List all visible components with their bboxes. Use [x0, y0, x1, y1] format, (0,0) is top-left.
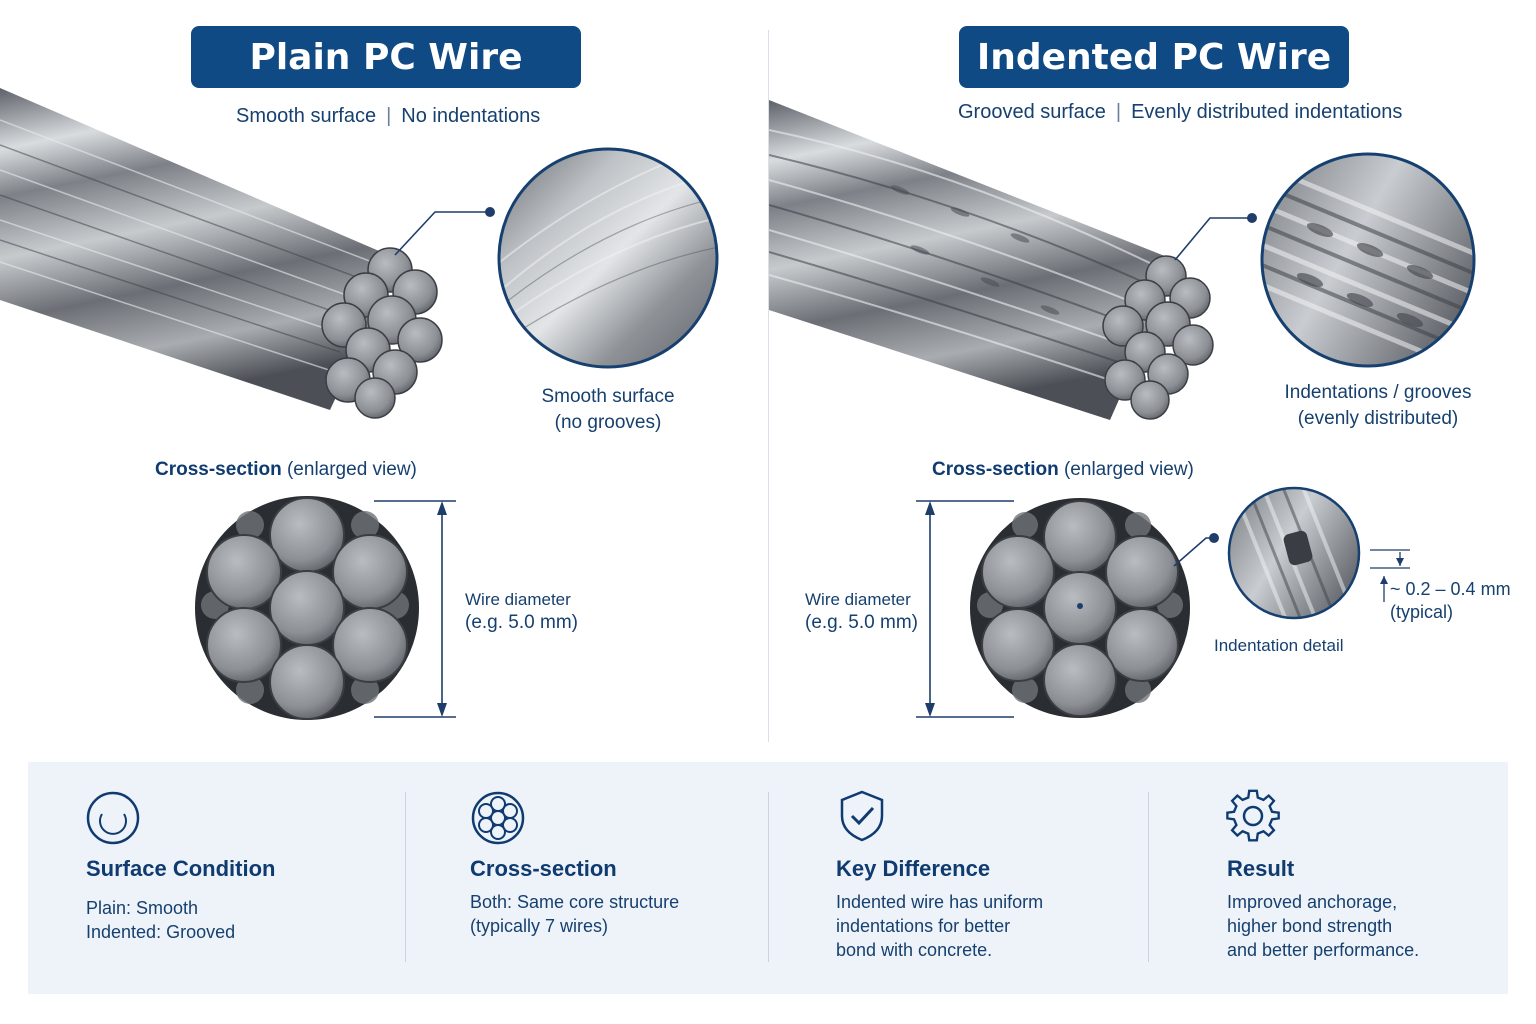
- depth-line2: (typical): [1390, 602, 1454, 622]
- panel-separator: [1148, 792, 1149, 962]
- indented-pc-wire-title: Indented PC Wire: [959, 26, 1349, 88]
- seven-wire-icon: [471, 791, 525, 845]
- panel-separator: [768, 792, 769, 962]
- indented-subtitle: Grooved surface | Evenly distributed inden…: [958, 101, 1402, 124]
- result-title: Result: [1227, 856, 1295, 881]
- wire-diameter-line2: (e.g. 5.0 mm): [805, 612, 918, 633]
- indentation-depth-marker: [1370, 549, 1410, 602]
- cross-section-rest: (enlarged view): [1058, 459, 1194, 480]
- indentation-detail-leader: [1173, 533, 1219, 567]
- cross-section-bold: Cross-section: [155, 459, 282, 480]
- key-difference-title: Key Difference: [836, 856, 991, 881]
- result-text: Improved anchorage, higher bond strength…: [1227, 892, 1420, 960]
- cross-section-rest: (enlarged view): [281, 459, 417, 480]
- plain-cross-section-title: Cross-section (enlarged view): [155, 459, 417, 481]
- indentation-detail-label: Indentation detail: [1214, 636, 1344, 655]
- grooved-surface-zoom-circle: [1260, 152, 1476, 368]
- gear-icon: [1226, 789, 1280, 842]
- subtitle-separator: |: [1115, 101, 1122, 123]
- indented-wire-diameter-label: Wire diameter (e.g. 5.0 mm): [805, 588, 918, 634]
- indented-subtitle-b: Evenly distributed indentations: [1131, 101, 1403, 123]
- smooth-surface-label-line2: (no grooves): [554, 412, 662, 433]
- wire-diameter-line1: Wire diameter: [805, 590, 911, 609]
- plain-subtitle-b: No indentations: [401, 105, 541, 127]
- plain-wire-rod-illustration: [0, 88, 443, 419]
- circle-icon: [86, 791, 140, 845]
- smooth-surface-zoom-circle: [497, 147, 719, 369]
- shield-check-icon: [840, 790, 884, 842]
- plain-wire-diameter-label: Wire diameter (e.g. 5.0 mm): [465, 588, 578, 634]
- plain-diameter-dimension: [374, 500, 456, 718]
- depth-line1: ~ 0.2 – 0.4 mm: [1390, 579, 1511, 599]
- panel-separator: [405, 792, 406, 962]
- key-difference-text: Indented wire has uniform indentations f…: [836, 892, 1044, 960]
- cross-section-card-text: Both: Same core structure (typically 7 w…: [470, 892, 680, 936]
- surface-condition-title: Surface Condition: [86, 856, 276, 881]
- plain-subtitle-a: Smooth surface: [236, 105, 377, 127]
- indentations-label-line2: (evenly distributed): [1297, 408, 1459, 429]
- surface-condition-text: Plain: Smooth Indented: Grooved: [86, 898, 236, 942]
- smooth-surface-label: Smooth surface (no grooves): [508, 384, 708, 436]
- cross-section-bold: Cross-section: [932, 459, 1059, 480]
- indented-subtitle-a: Grooved surface: [958, 101, 1106, 123]
- indentation-depth-label: ~ 0.2 – 0.4 mm (typical): [1390, 578, 1511, 624]
- plain-pc-wire-title: Plain PC Wire: [191, 26, 581, 88]
- cross-section-card-title: Cross-section: [470, 856, 617, 881]
- indented-cross-section-title: Cross-section (enlarged view): [932, 459, 1194, 481]
- plain-subtitle: Smooth surface | No indentations: [236, 105, 540, 128]
- indented-zoom-leader: [1174, 213, 1257, 261]
- indentation-detail-circle: [1227, 486, 1361, 620]
- smooth-surface-label-line1: Smooth surface: [541, 386, 675, 407]
- plain-cross-section-diagram: [195, 496, 419, 720]
- indentations-label-line1: Indentations / grooves: [1284, 382, 1472, 403]
- indented-wire-rod-illustration: [769, 100, 1214, 420]
- indented-diameter-dimension: [916, 500, 1014, 718]
- indented-cross-section-diagram: [970, 498, 1190, 718]
- plain-zoom-leader: [394, 207, 495, 256]
- subtitle-separator: |: [386, 105, 392, 127]
- indentations-label: Indentations / grooves (evenly distribut…: [1268, 380, 1488, 432]
- wire-diameter-line2: (e.g. 5.0 mm): [465, 612, 578, 633]
- wire-diameter-line1: Wire diameter: [465, 590, 571, 609]
- center-divider: [768, 30, 769, 742]
